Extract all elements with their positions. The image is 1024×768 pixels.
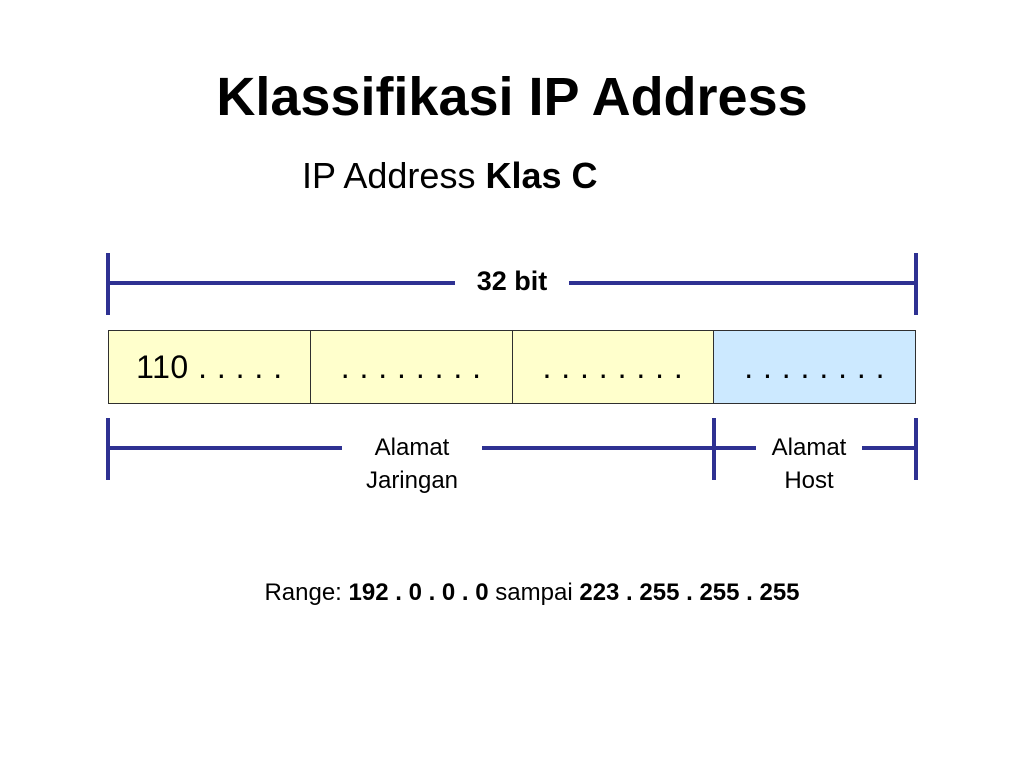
- range-label: Range:: [264, 579, 342, 606]
- total-bracket-right-tick: [914, 253, 918, 315]
- octet-3: . . . . . . . .: [512, 330, 715, 404]
- range-connector: sampai: [495, 579, 573, 606]
- address-range: Range: 192 . 0 . 0 . 0 sampai 223 . 255 …: [0, 577, 1024, 609]
- network-label-line-1: Alamat: [374, 434, 450, 461]
- octet-2: . . . . . . . .: [310, 330, 513, 404]
- total-bits-label: 32 bit: [455, 263, 569, 299]
- slide-subtitle: IP Address Klas C: [302, 154, 598, 198]
- octet-4: . . . . . . . .: [714, 330, 916, 404]
- subtitle-class: Klas C: [485, 155, 598, 196]
- network-label-line-2: Jaringan: [365, 467, 459, 494]
- slide-title: Klassifikasi IP Address: [216, 67, 808, 127]
- host-label-line-2: Host: [784, 467, 834, 494]
- host-address-label: Alamat Host: [756, 431, 862, 497]
- network-address-label: Alamat Jaringan: [342, 431, 482, 497]
- subtitle-prefix: IP Address: [302, 155, 476, 196]
- host-label-line-1: Alamat: [771, 434, 847, 461]
- octet-1: 110 . . . . .: [108, 330, 311, 404]
- host-bracket-right-tick: [914, 418, 918, 480]
- range-end: 223 . 255 . 255 . 255: [579, 579, 800, 606]
- range-start: 192 . 0 . 0 . 0: [348, 579, 489, 606]
- ip-address-octets: 110 . . . . . . . . . . . . . . . . . . …: [108, 330, 916, 404]
